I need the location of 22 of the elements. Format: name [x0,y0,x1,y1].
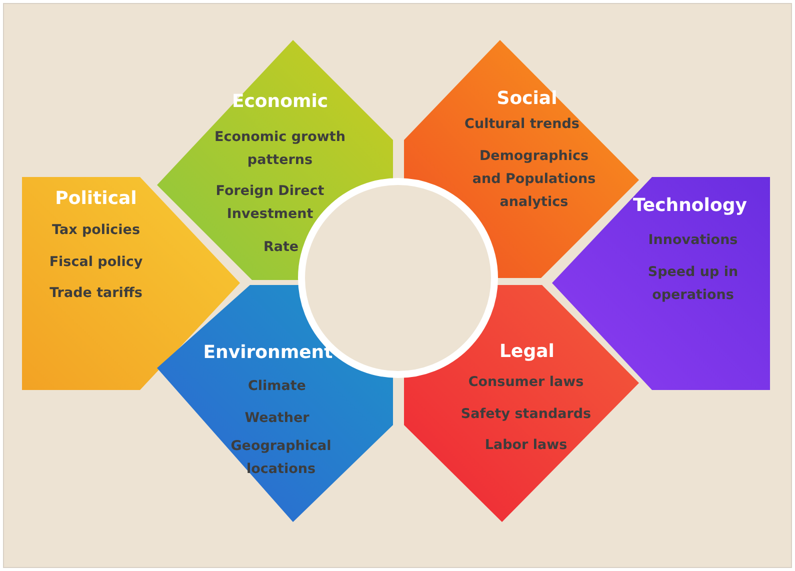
category-heading: Social [496,87,558,110]
factor-text: Foreign Direct Investment [214,182,326,224]
factor-text: Fiscal policy [48,253,144,272]
factor-text: Labor laws [484,436,568,455]
factor-text: Geographical locations [230,437,332,479]
factor-text: Tax policies [50,221,141,240]
factor-text: Consumer laws [467,373,585,392]
factor-text: Weather [244,409,310,428]
category-heading: Economic [230,90,330,113]
category-heading: Political [54,187,138,210]
factor-text: Economic growth patterns [214,128,346,170]
category-heading: Environment [202,341,334,364]
factor-text: Trade tariffs [48,284,144,303]
factor-text: Rate [262,238,300,257]
category-heading: Legal [498,340,556,363]
category-heading: Technology [632,194,748,217]
factor-text: Speed up in operations [646,263,740,305]
factor-text: Innovations [647,231,739,250]
factor-text: Safety standards [460,405,592,424]
factor-text: Cultural trends [464,115,580,134]
factor-text: Climate [247,377,307,396]
factor-text: Demographics and Populations analytics [471,147,597,212]
